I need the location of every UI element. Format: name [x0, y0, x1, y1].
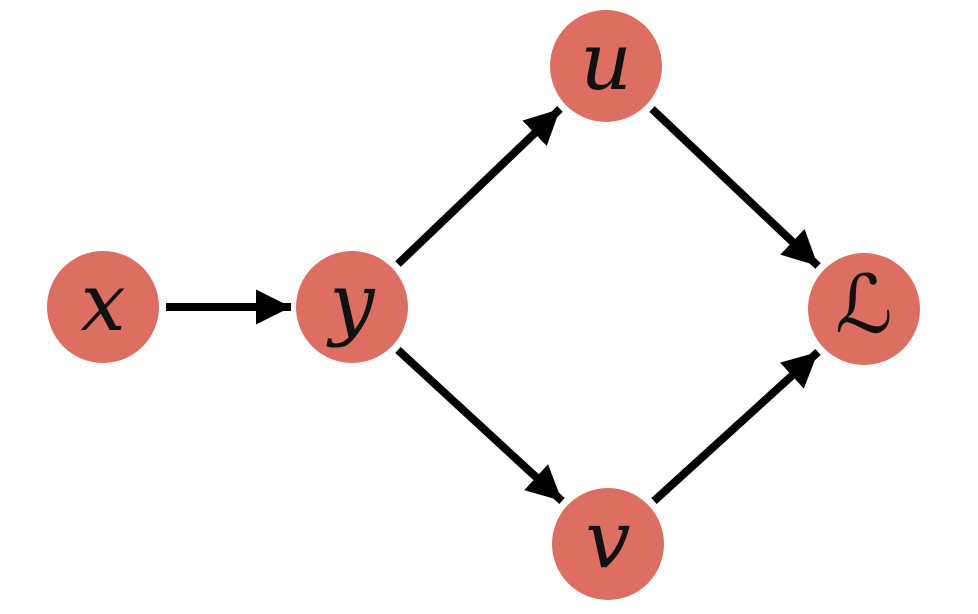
- node-y: y: [296, 251, 408, 363]
- node-u-label: u: [580, 15, 632, 108]
- edge-y-u: [395, 106, 563, 267]
- node-v: v: [552, 488, 664, 600]
- edge-y-v: [395, 347, 565, 504]
- edge-v-loss: [651, 349, 821, 504]
- node-x: x: [47, 251, 159, 363]
- node-u: u: [550, 10, 662, 122]
- node-y-label: y: [329, 256, 375, 349]
- node-v-label: v: [585, 493, 631, 586]
- node-loss: ℒ: [808, 253, 920, 365]
- edge-u-loss: [649, 106, 821, 269]
- node-x-label: x: [80, 256, 126, 349]
- node-loss-label: ℒ: [835, 258, 893, 351]
